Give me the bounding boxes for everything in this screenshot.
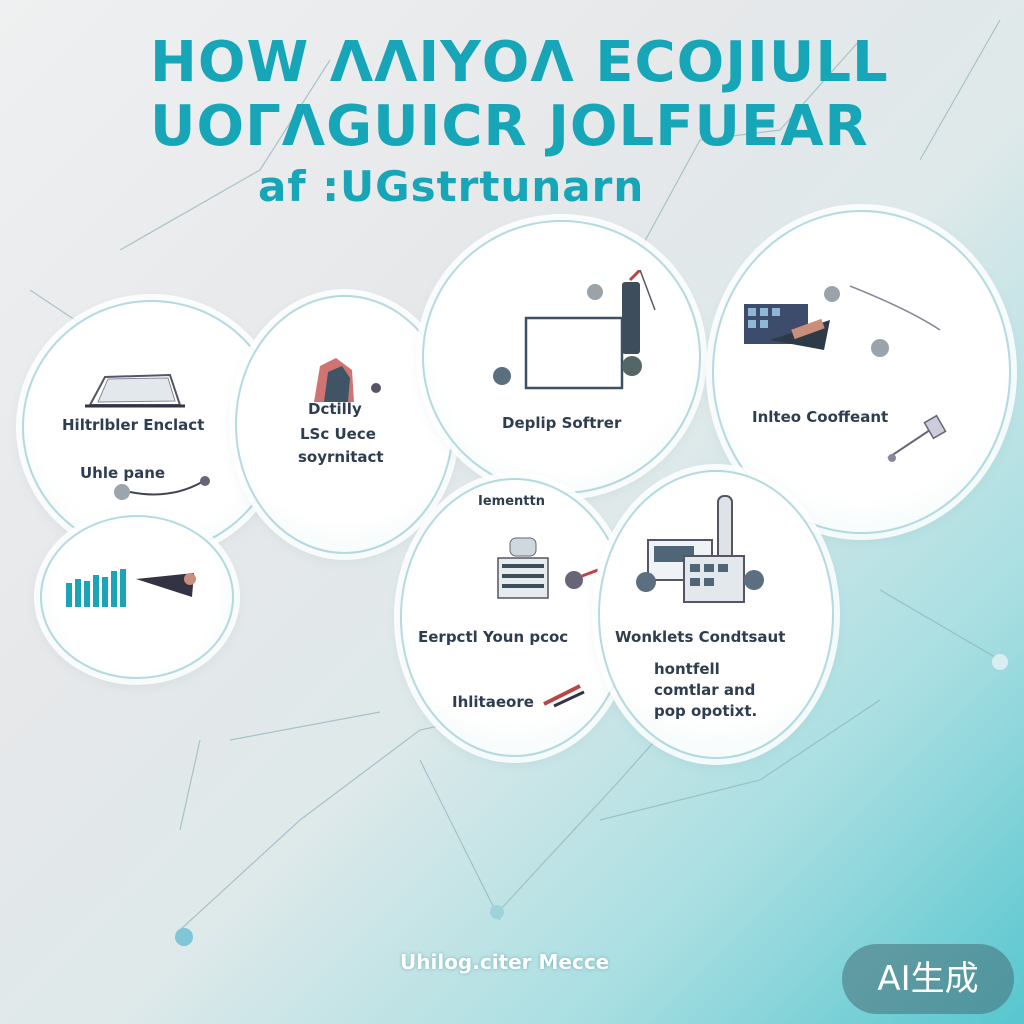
bubble-5-label-3: Ihlitaeore [452, 693, 534, 711]
laptop-icon [85, 373, 185, 408]
workstation-icon [744, 285, 941, 357]
ai-generated-badge: AI生成 [842, 944, 1014, 1014]
bubble-6-label-1: Wonklets Condtsaut [615, 628, 786, 646]
bubble-5-label-2: Eerpctl Youn pcoc [418, 628, 569, 646]
bubble-6 [598, 470, 834, 759]
bar-chart-icon [66, 569, 196, 607]
bubble-5-label-1: Iementtn [478, 494, 545, 509]
bubble-2-label-3: soyrnitact [298, 448, 384, 466]
bubble-6-label-2: hontfell [654, 660, 720, 678]
person-icon [314, 358, 381, 402]
monitor-icon [493, 270, 656, 390]
bubble-5 [400, 478, 629, 757]
title-line-2: UOΓΛGUICR JOLFUEAR [150, 94, 869, 159]
bubble-1-label-1: Hiltrlbler Enclact [62, 416, 205, 434]
plug-icon [887, 414, 947, 462]
bubble-3-label-1: Deplip Softrer [502, 414, 622, 432]
bubble-4 [712, 210, 1011, 534]
bubble-4-label-1: Inlteo Cooffeant [752, 408, 889, 426]
bubble-2-label-1: Dctilly [308, 400, 362, 418]
connector-node [992, 654, 1008, 670]
bubble-6-label-4: pop opotixt. [654, 702, 758, 720]
title-line-1: HOW ΛΛΙΥΟΛ ECOJIULL [150, 30, 889, 95]
bubble-2 [235, 295, 454, 554]
bubble-6-label-3: comtlar and [654, 681, 756, 699]
lab-equipment-icon [636, 495, 764, 603]
connector-node [175, 928, 193, 946]
title-line-3: af :UGstrtunarn [258, 162, 645, 211]
connector-node [490, 905, 504, 919]
bubble-1-label-2: Uhle pane [80, 464, 166, 482]
pen-icon [543, 684, 585, 708]
bubble-1b [40, 515, 234, 679]
footer-text: Uhilog.citer Mecce [400, 950, 610, 974]
bubble-2-label-2: LSc Uece [300, 425, 376, 443]
cable-icon [114, 476, 210, 500]
server-icon [497, 537, 599, 599]
